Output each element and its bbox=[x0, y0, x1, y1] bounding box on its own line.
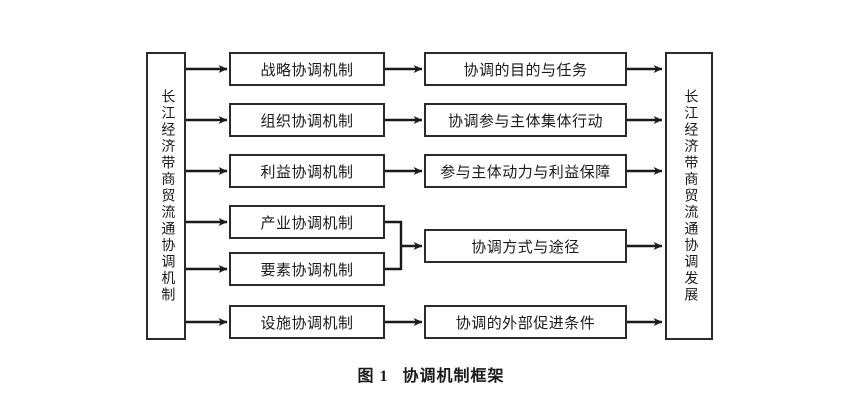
node-mechanism-facility: 设施协调机制 bbox=[229, 305, 385, 339]
node-outcome-purpose: 协调的目的与任务 bbox=[424, 52, 627, 86]
figure-caption-number: 图 1 bbox=[357, 368, 389, 385]
node-outcome-incentive: 参与主体动力与利益保障 bbox=[424, 154, 627, 188]
node-mechanism-industry: 产业协调机制 bbox=[229, 205, 385, 239]
figure-caption-title: 协调机制框架 bbox=[402, 368, 505, 385]
node-outcome-method: 协调方式与途径 bbox=[424, 229, 627, 263]
node-outcome-external: 协调的外部促进条件 bbox=[424, 305, 627, 339]
node-source: 长江经济带商贸流通协调机制 bbox=[146, 52, 186, 340]
node-mechanism-interest: 利益协调机制 bbox=[229, 154, 385, 188]
node-target: 长江经济带商贸流通协调发展 bbox=[665, 52, 713, 340]
edge-factor-merge bbox=[385, 246, 403, 271]
edge-industry-merge bbox=[385, 220, 403, 246]
node-mechanism-strategy: 战略协调机制 bbox=[229, 52, 385, 86]
node-mechanism-factor: 要素协调机制 bbox=[229, 252, 385, 286]
figure-caption: 图 1 协调机制框架 bbox=[0, 362, 862, 386]
node-mechanism-organization: 组织协调机制 bbox=[229, 103, 385, 137]
node-outcome-collective: 协调参与主体集体行动 bbox=[424, 103, 627, 137]
